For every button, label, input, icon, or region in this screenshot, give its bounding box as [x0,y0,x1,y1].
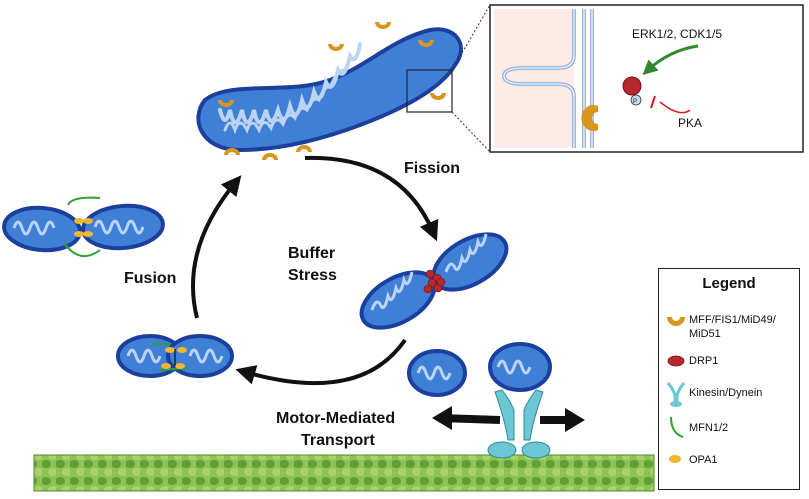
fusion-label: Fusion [124,270,176,287]
legend-receptor-line2: MiD51 [689,328,721,340]
fission-arrow [304,155,439,242]
legend-item-drp1: DRP1 [689,355,719,367]
phospho-label: P [633,99,637,105]
inset-kinase-label: ERK1/2, CDK1/5 [632,27,722,41]
legend-item-mfn: MFN1/2 [689,422,729,434]
activation-arrow [642,44,699,76]
drp1-icon [667,355,685,367]
microtubule [33,454,655,492]
drp1-icon [622,76,642,96]
inset-pka-label: PKA [678,116,702,130]
motor-icon [666,382,686,407]
zoom-region [406,69,453,113]
fusion-arrow [190,175,242,319]
transport-mitochondria [407,342,552,397]
mfn-icon [670,416,684,438]
motor-protein [487,389,551,459]
fusing-mitochondria [2,196,165,258]
phospho-icon [630,94,642,106]
receptor-markers-top [218,22,446,160]
dividing-mitochondrion [359,232,509,330]
legend-item-opa1: OPA1 [689,454,718,466]
buffer-stress-label-1: Buffer [288,245,335,262]
legend-receptor-line1: MFF/FIS1/MiD49/ [689,314,776,326]
legend-item-motor: Kinesin/Dynein [689,387,763,399]
buffer-stress-label-2: Stress [288,267,337,284]
fission-label: Fission [404,160,460,177]
inhibition-arrow [659,101,691,114]
legend-title: Legend [702,275,756,292]
receptor-icon [581,104,598,132]
legend-item-receptor: MFF/FIS1/MiD49/ MiD51 [689,313,776,341]
receptor-icon [667,317,685,326]
tethered-mitochondria [116,334,234,378]
transport-label-1: Motor-Mediated [276,410,395,427]
opa1-icon [669,455,681,463]
legend: Legend MFF/FIS1/MiD49/ MiD51 DRP1 Kinesi… [658,268,800,490]
inset-panel [489,4,804,153]
transport-arrow [235,338,407,386]
transport-label-2: Transport [301,432,375,449]
bidirectional-arrow [432,406,585,432]
